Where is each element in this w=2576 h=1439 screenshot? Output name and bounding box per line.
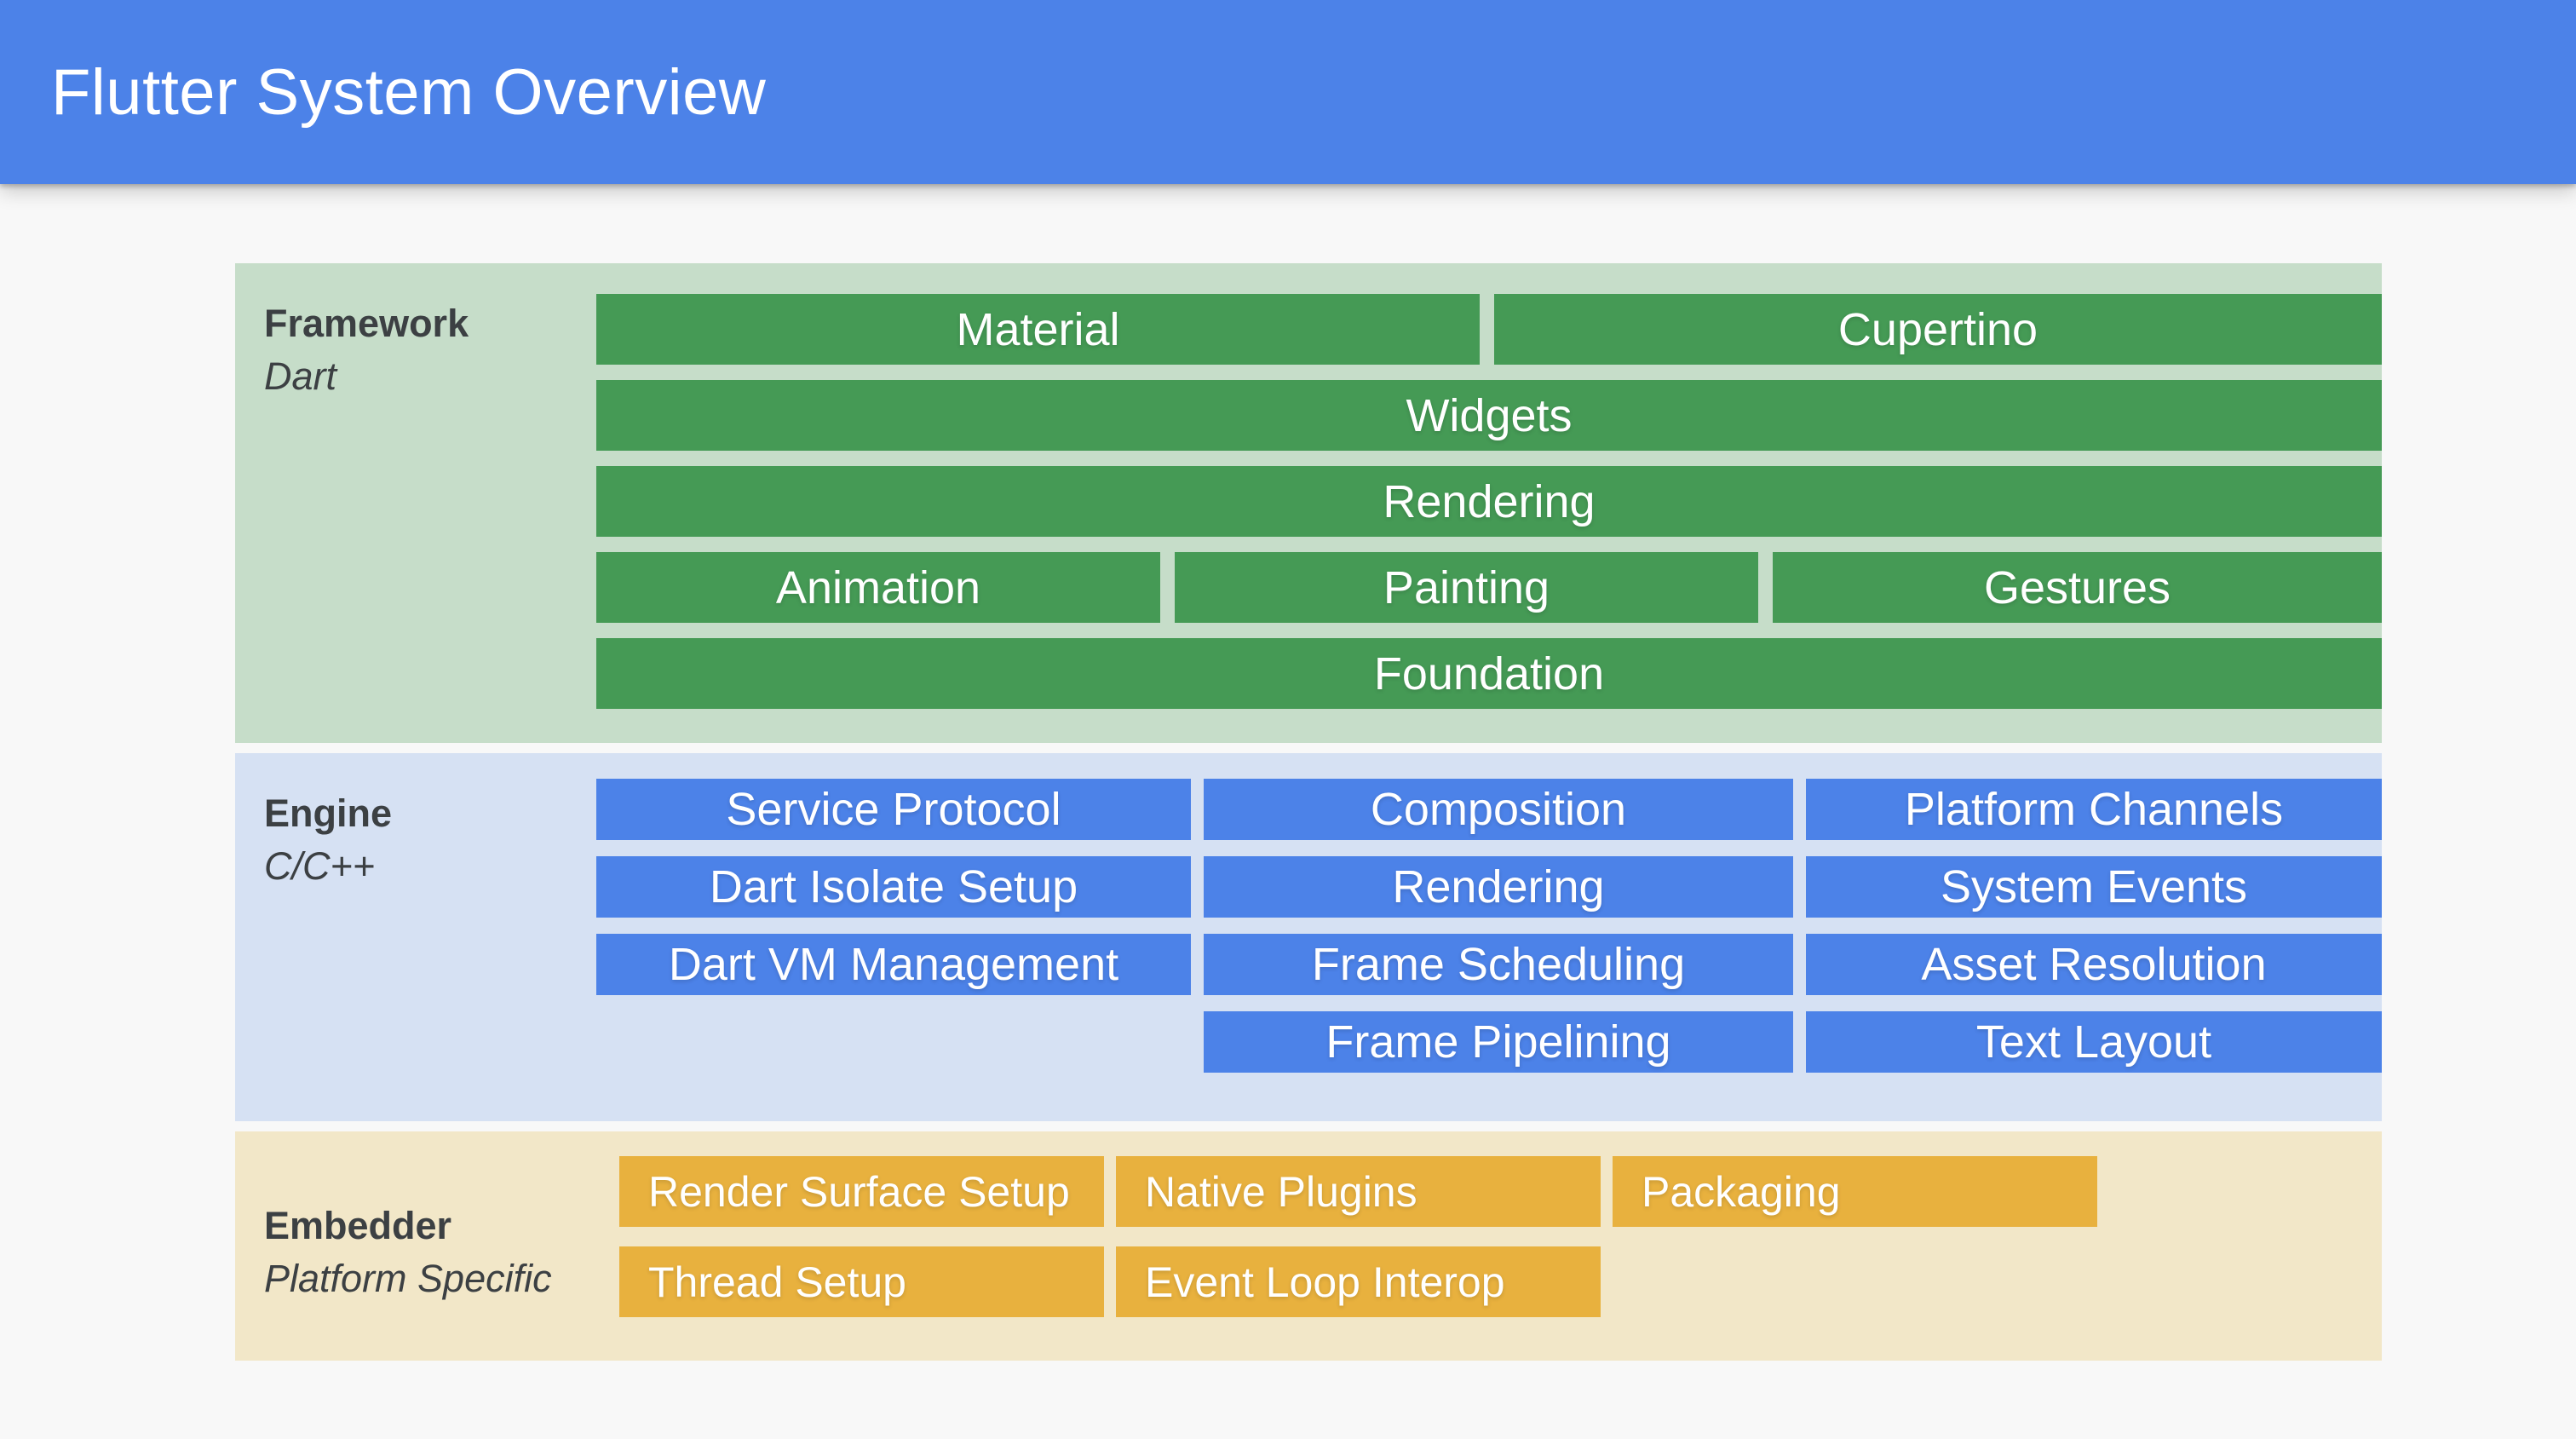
box-material: Material xyxy=(596,294,1480,365)
box-frame-scheduling: Frame Scheduling xyxy=(1204,934,1793,995)
box-painting: Painting xyxy=(1175,552,1758,623)
box-rendering: Rendering xyxy=(596,466,2382,537)
engine-sublabel: C/C++ xyxy=(264,844,376,888)
framework-row-3: Rendering xyxy=(596,466,2382,537)
framework-label: Framework xyxy=(264,302,469,345)
box-frame-pipelining: Frame Pipelining xyxy=(1204,1011,1793,1073)
box-text-layout: Text Layout xyxy=(1806,1011,2382,1073)
framework-row-2: Widgets xyxy=(596,380,2382,451)
engine-label: Engine xyxy=(264,791,393,835)
page-title: Flutter System Overview xyxy=(51,55,767,129)
box-rendering: Rendering xyxy=(1204,856,1793,918)
box-composition: Composition xyxy=(1204,779,1793,840)
box-system-events: System Events xyxy=(1806,856,2382,918)
box-platform-channels: Platform Channels xyxy=(1806,779,2382,840)
box-widgets: Widgets xyxy=(596,380,2382,451)
framework-row-5: Foundation xyxy=(596,638,2382,709)
box-event-loop-interop: Event Loop Interop xyxy=(1116,1246,1601,1317)
box-dart-vm-management: Dart VM Management xyxy=(596,934,1191,995)
embedder-label: Embedder xyxy=(264,1204,452,1247)
embedder-sublabel: Platform Specific xyxy=(264,1257,552,1300)
box-native-plugins: Native Plugins xyxy=(1116,1156,1601,1227)
box-cupertino: Cupertino xyxy=(1494,294,2382,365)
box-thread-setup: Thread Setup xyxy=(619,1246,1104,1317)
box-service-protocol: Service Protocol xyxy=(596,779,1191,840)
box-dart-isolate-setup: Dart Isolate Setup xyxy=(596,856,1191,918)
box-render-surface-setup: Render Surface Setup xyxy=(619,1156,1104,1227)
box-asset-resolution: Asset Resolution xyxy=(1806,934,2382,995)
box-gestures: Gestures xyxy=(1773,552,2382,623)
box-foundation: Foundation xyxy=(596,638,2382,709)
header-bar: Flutter System Overview xyxy=(0,0,2576,184)
box-packaging: Packaging xyxy=(1613,1156,2097,1227)
box-animation: Animation xyxy=(596,552,1160,623)
framework-sublabel: Dart xyxy=(264,354,337,398)
